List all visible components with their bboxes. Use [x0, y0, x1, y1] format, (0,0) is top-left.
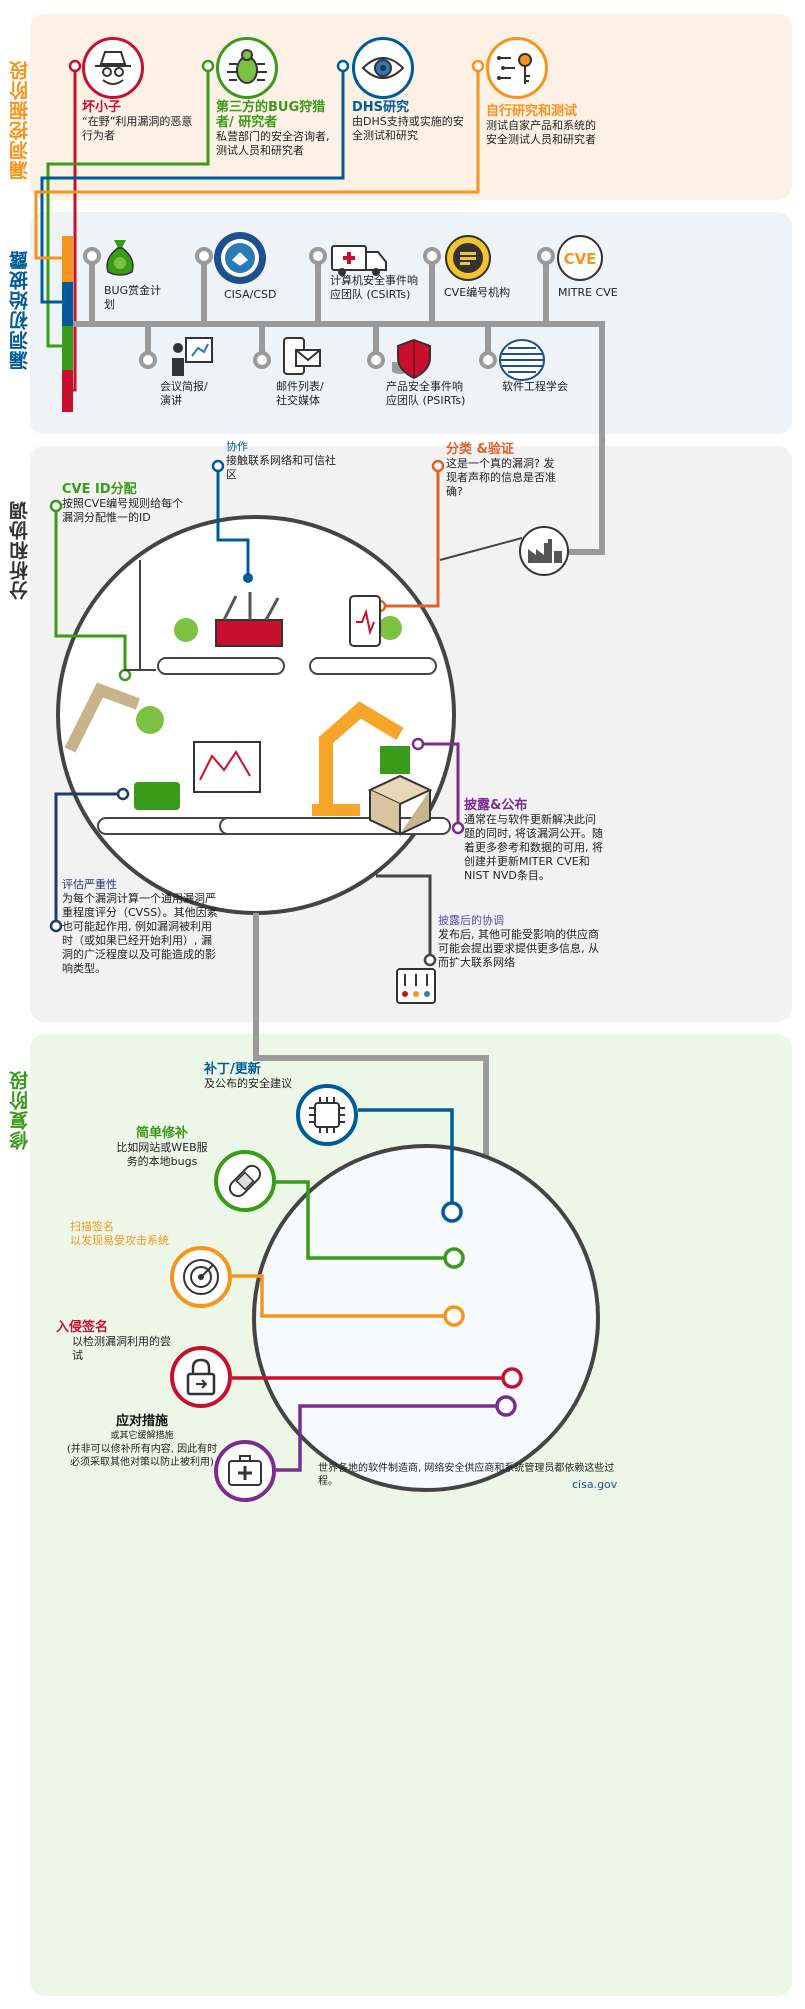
lock-icon	[170, 1346, 232, 1408]
globe-icon	[498, 338, 546, 382]
factory-icon	[518, 525, 570, 577]
disclosure-label: CISA/CSD	[224, 288, 277, 301]
scan-desc: 以发现易受攻击系统	[70, 1234, 169, 1247]
disclosure-label: CVE编号机构	[444, 286, 511, 299]
post-title: 披露后的协调	[438, 914, 504, 927]
discoverer-self-research: 自行研究和测试 测试自家产品和系统的安全测试人员和研究者	[486, 104, 606, 147]
mitigation-note: (并非可以修补所有内容, 因此有时必须采取其他对策以防止被利用)	[66, 1444, 218, 1468]
bug-icon	[216, 37, 278, 99]
disclosure-label: 邮件列表/ 社交媒体	[276, 380, 324, 407]
disclosure-label: 会议简报/ 演讲	[160, 380, 208, 407]
control-panel-icon	[396, 968, 436, 1004]
analysis-coordination: 协作 接触联系网络和可信社区	[226, 440, 336, 482]
discovery-panel	[30, 14, 792, 200]
mitre-cve-icon: CVE	[556, 234, 604, 282]
analysis-triage: 分类 &验证 这是一个真的漏洞? 发现者声称的信息是否准确?	[446, 442, 556, 499]
analysis-publish: 披露&公布 通常在与软件更新解决此问题的同时, 将该漏洞公开。随着更多参考和数据…	[464, 798, 604, 883]
analysis-severity: 评估严重性 为每个漏洞计算一个通用漏洞严重程度评分（CVSS）。其他因素也可能起…	[62, 878, 222, 976]
simple-title: 简单修补	[135, 1126, 188, 1141]
factory-illustration	[60, 520, 452, 910]
discoverer-dhs: DHS研究 由DHS支持或实施的安全测试和研究	[352, 100, 472, 143]
disclosure-label: 计算机安全事件响应团队 (CSIRTs)	[330, 274, 418, 301]
discoverer-desc: 由DHS支持或实施的安全测试和研究	[352, 115, 464, 142]
ambulance-icon	[330, 242, 388, 278]
footer-site[interactable]: cisa.gov	[572, 1478, 618, 1491]
triage-title: 分类 &验证	[446, 442, 514, 457]
cve-id-title: CVE ID分配	[62, 482, 137, 497]
publish-title: 披露&公布	[464, 798, 528, 813]
mitigation-desc: 或其它缓解措施	[110, 1431, 174, 1441]
mitigation-title: 应对措施	[115, 1414, 168, 1429]
remediation-mitigation: 应对措施 或其它缓解措施 (并非可以修补所有内容, 因此有时必须采取其他对策以防…	[62, 1414, 222, 1469]
discoverer-title: 第三方的BUG狩猎者/ 研究者	[216, 100, 326, 130]
svg-text:CVE: CVE	[564, 250, 597, 268]
presenter-icon	[168, 334, 214, 378]
cve-id-desc: 按照CVE编号规则给每个漏洞分配惟一的ID	[62, 497, 184, 524]
cisa-seal-icon	[212, 230, 268, 286]
radar-icon	[170, 1246, 232, 1308]
discoverer-desc: “在野”利用漏洞的恶意行为者	[82, 115, 193, 142]
discoverer-desc: 测试自家产品和系统的安全测试人员和研究者	[486, 119, 596, 146]
triage-desc: 这是一个真的漏洞? 发现者声称的信息是否准确?	[446, 457, 556, 498]
remediation-scan-signatures: 扫描签名 以发现易受攻击系统	[70, 1220, 190, 1248]
footer-text: 世界各地的软件制造商, 网络安全供应商和系统管理员都依赖这些过程。	[318, 1463, 615, 1487]
intrusion-desc: 以检测漏洞利用的尝试	[72, 1335, 171, 1362]
disclosure-label: 软件工程学会	[502, 380, 568, 393]
eye-icon	[352, 37, 414, 99]
remediation-patch: 补丁/更新 及公布的安全建议	[204, 1062, 324, 1091]
remediation-intrusion-signatures: 入侵签名 以检测漏洞利用的尝试	[56, 1320, 176, 1363]
cve-badge-icon	[444, 234, 492, 282]
analysis-post-disclosure: 披露后的协调 发布后, 其他可能受影响的供应商可能会提出要求提供更多信息, 从而…	[438, 914, 604, 970]
mail-phone-icon	[282, 336, 322, 378]
money-bag-icon	[100, 236, 140, 278]
scan-title: 扫描签名	[70, 1220, 114, 1233]
discoverer-third-party: 第三方的BUG狩猎者/ 研究者 私营部门的安全咨询者, 测试人员和研究者	[216, 100, 341, 158]
coordination-title: 协作	[226, 440, 248, 453]
first-aid-icon	[214, 1440, 276, 1502]
coordination-desc: 接触联系网络和可信社区	[226, 454, 336, 481]
disclosure-label: BUG赏金计划	[104, 284, 162, 311]
remediation-simple-fix: 简单修补 比如网站或WEB服务的本地bugs	[112, 1126, 212, 1169]
discoverer-bad-actor: 坏小子 “在野”利用漏洞的恶意行为者	[82, 100, 202, 143]
patch-title: 补丁/更新	[204, 1062, 261, 1077]
disclosure-label: MITRE CVE	[558, 286, 618, 299]
discoverer-title: DHS研究	[352, 100, 410, 115]
disclosure-label: 产品安全事件响应团队 (PSIRTs)	[386, 380, 466, 407]
discoverer-title: 自行研究和测试	[486, 104, 578, 119]
shield-db-icon	[388, 336, 434, 382]
patch-desc: 及公布的安全建议	[204, 1077, 292, 1090]
discoverer-desc: 私营部门的安全咨询者, 测试人员和研究者	[216, 130, 330, 157]
severity-title: 评估严重性	[62, 878, 117, 891]
publish-desc: 通常在与软件更新解决此问题的同时, 将该漏洞公开。随着更多参考和数据的可用, 将…	[464, 813, 603, 882]
analysis-cve-id: CVE ID分配 按照CVE编号规则给每个漏洞分配惟一的ID	[62, 482, 192, 525]
severity-desc: 为每个漏洞计算一个通用漏洞严重程度评分（CVSS）。其他因素也可能起作用, 例如…	[62, 892, 218, 975]
chip-icon	[296, 1084, 358, 1146]
discoverer-title: 坏小子	[82, 100, 122, 115]
spy-icon	[82, 37, 144, 99]
intrusion-title: 入侵签名	[56, 1320, 109, 1335]
bandage-icon	[214, 1150, 276, 1212]
simple-desc: 比如网站或WEB服务的本地bugs	[116, 1141, 208, 1168]
post-desc: 发布后, 其他可能受影响的供应商可能会提出要求提供更多信息, 从而扩大联系网络	[438, 928, 599, 969]
key-icon	[486, 37, 548, 99]
